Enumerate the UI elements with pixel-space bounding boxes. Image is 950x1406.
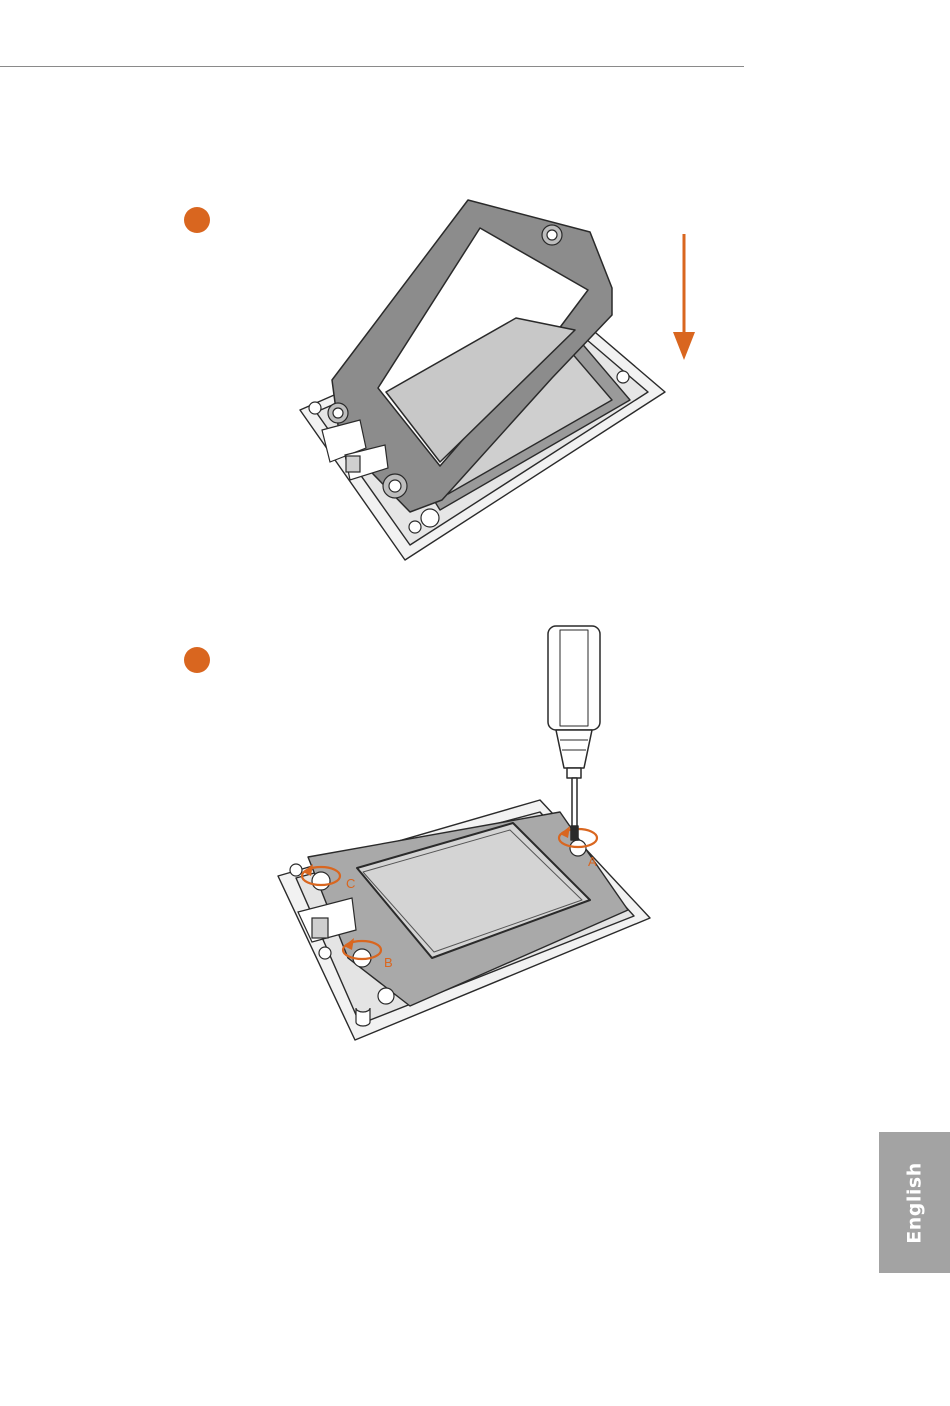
- screw-icon: [312, 872, 330, 890]
- screwdriver-icon: [548, 626, 600, 840]
- callout-c: C: [346, 876, 355, 891]
- language-tab: English: [879, 1132, 950, 1273]
- language-tab-label: English: [904, 1162, 926, 1243]
- screw-icon: [378, 988, 394, 1004]
- callout-a: A: [588, 854, 597, 869]
- callout-b: B: [384, 955, 393, 970]
